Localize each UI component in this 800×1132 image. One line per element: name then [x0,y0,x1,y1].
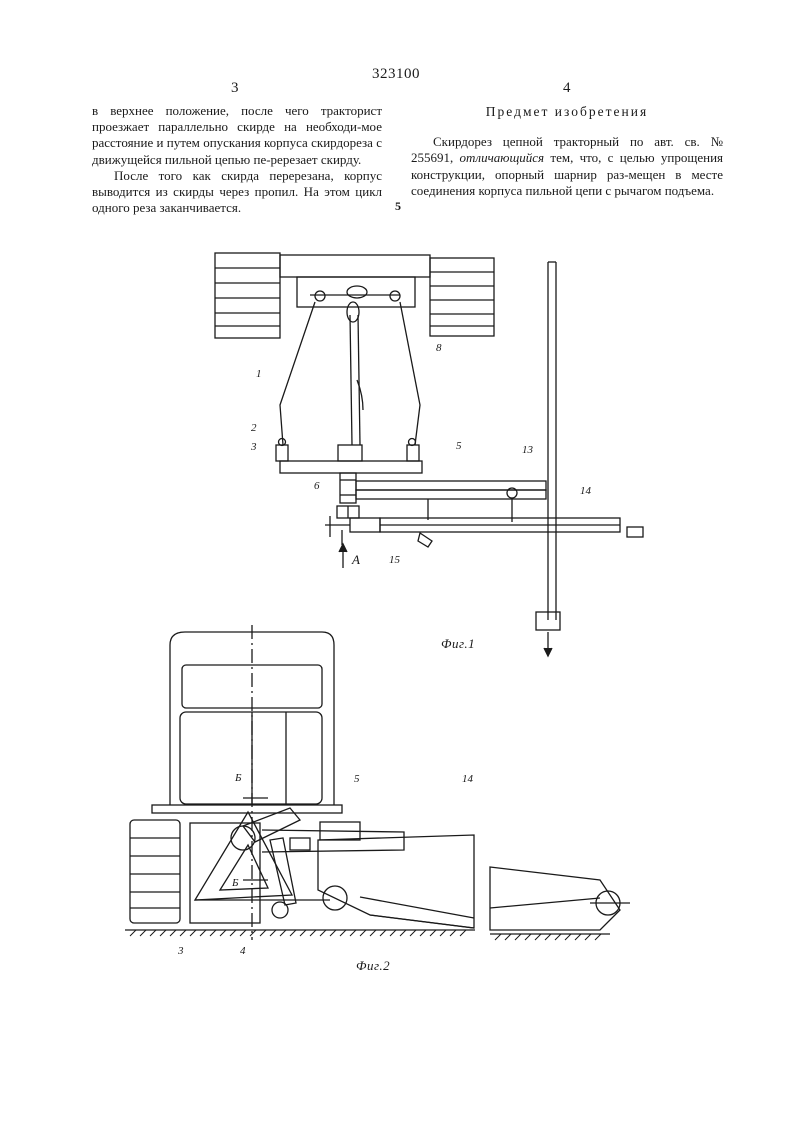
fig2-label-4: 4 [240,945,246,957]
figure-2-caption: Фиг.2 [356,958,391,973]
fig1-label-5: 5 [456,440,462,452]
tractor-body-top [279,254,431,278]
fig1-label-14: 14 [580,485,591,497]
figure-2-drawing [125,625,630,940]
tractor-track [129,819,181,924]
claim-text: Скирдорез цепной тракторный по авт. св. … [411,134,723,199]
fig2-label-14: 14 [462,773,473,785]
fig1-label-6: 6 [314,480,320,492]
left-track [214,252,281,339]
claim-emphasis: отличающийся [459,150,545,166]
claim-part-2: тем, что, с целью упрощения конструкции,… [411,150,724,198]
saw-extension [489,866,621,931]
tractor-cab [169,631,335,805]
fig1-label-13: 13 [522,444,533,456]
ground-hatching [129,929,602,941]
fig2-label-3: 3 [178,945,184,957]
claim-part-1: Скирдорез цепной тракторный по авт. св. … [411,134,723,166]
left-paragraph-1: в верхнее положение, после чего трактори… [92,103,382,167]
fig2-label-B-bottom: Б [232,877,239,889]
fig2-label-5: 5 [354,773,360,785]
figure-1-caption: Фиг.1 [441,636,476,651]
fig1-label-1: 1 [256,368,262,380]
left-column-number: 3 [231,80,239,96]
fig1-label-2: 2 [251,422,257,434]
frame-3-side [193,810,294,901]
fig1-label-15: 15 [389,554,400,566]
right-column-text: Предмет изобретения Скирдорез цепной тра… [411,104,723,199]
fig1-label-8: 8 [436,342,442,354]
fig1-label-3: 3 [251,441,257,453]
arm-5 [355,480,547,491]
left-paragraph-2: После того как скирда перерезана, корпус… [92,167,382,216]
fig2-label-B-top: Б [235,772,242,784]
figure-1-drawing [214,252,644,658]
right-track [429,257,495,337]
patent-number: 323100 [372,66,420,82]
line-marker: 5 [395,199,401,213]
fig1-label-A: А [352,552,360,567]
claims-title: Предмет изобретения [485,104,649,119]
left-column-text: в верхнее положение, после чего трактори… [92,103,382,216]
right-column-number: 4 [563,80,571,96]
frame-3 [279,460,423,474]
tractor-body-rear [296,276,416,308]
